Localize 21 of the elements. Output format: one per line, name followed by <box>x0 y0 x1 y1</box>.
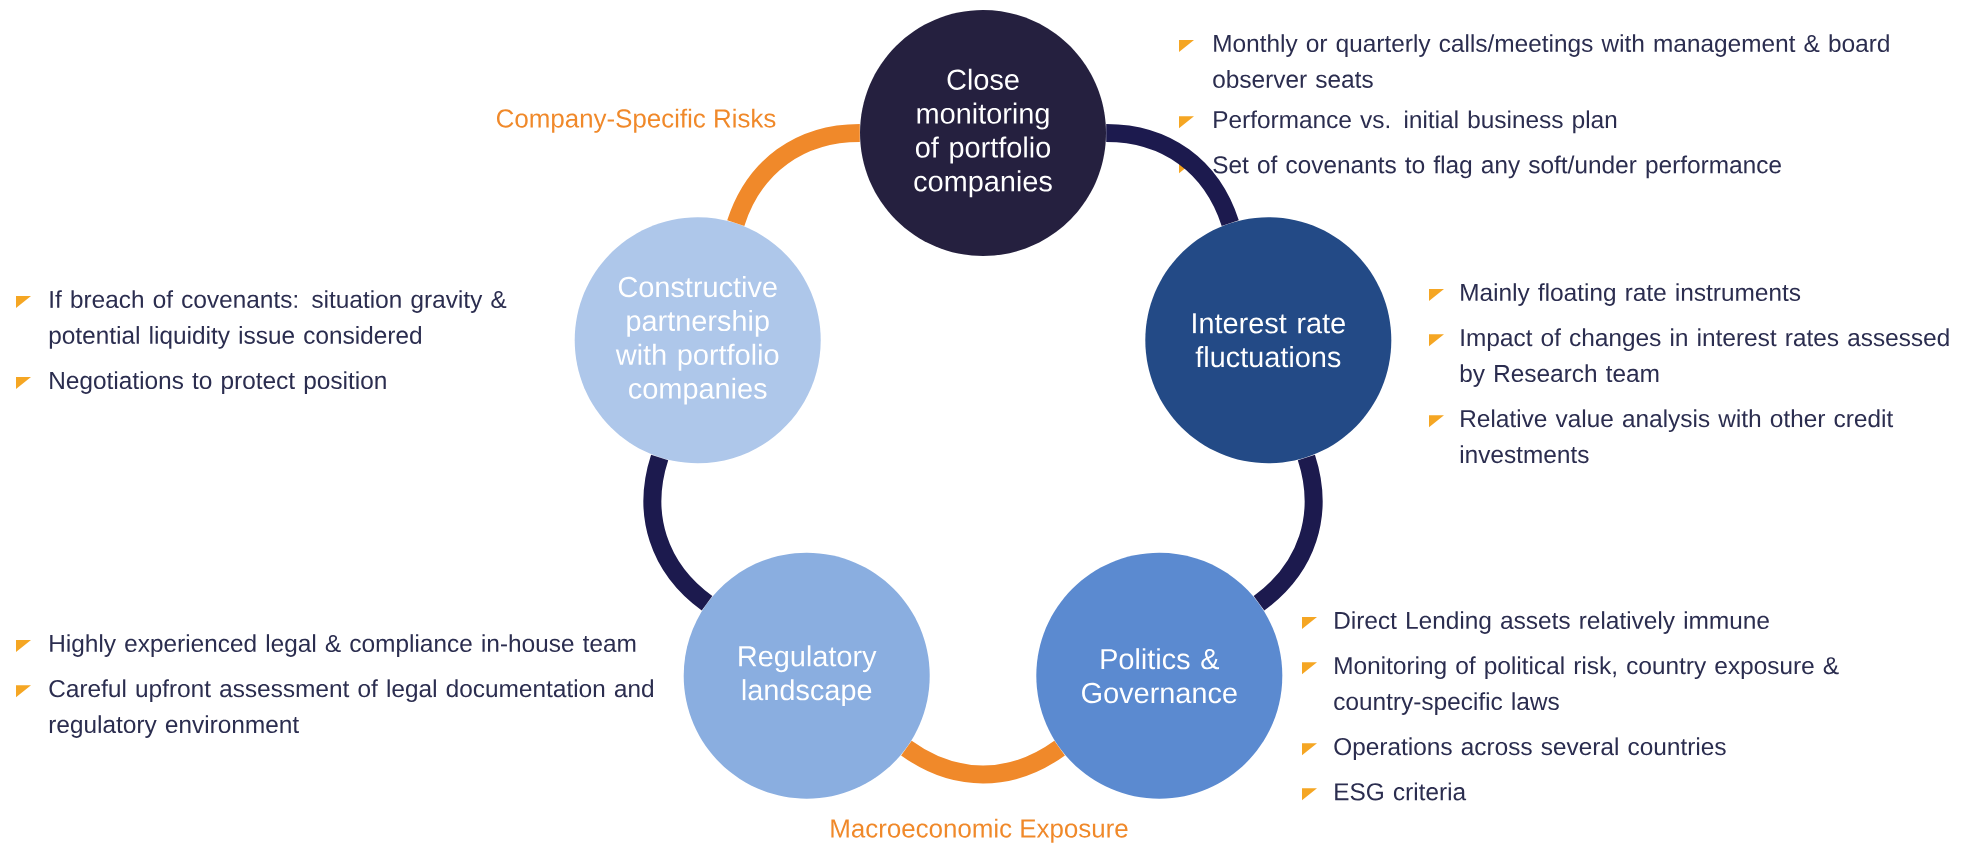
bullet-point: Direct Lending assets relatively immune <box>1302 611 1769 634</box>
bullet-point: Highly experienced legal & compliance in-house team <box>16 634 636 657</box>
bullet-point: Operations across several countries <box>1302 737 1726 761</box>
bullet-point: ESG criteria <box>1302 782 1467 801</box>
bullet-point: Performance vs. initial business plan <box>1179 110 1617 134</box>
bullet-point: Impact of changes in interest rates assessed by Research team <box>1429 328 1949 387</box>
section-label: Company-Specific Risks <box>497 108 776 133</box>
bullet-point: If breach of covenants: situation gravity & potential liquidity issue considered <box>16 290 507 349</box>
bullet-point: Monitoring of political risk, country exposure & country-specific laws <box>1302 656 1839 715</box>
bullet-point: Negotiations to protect position <box>16 371 386 394</box>
bullet-point: Careful upfront assessment of legal documentation and regulatory environment <box>16 679 653 738</box>
bullet-point: Set of covenants to flag any soft/under performance <box>1179 155 1781 179</box>
bullet-point: Mainly floating rate instruments <box>1429 283 1801 306</box>
ring-arc <box>643 455 713 611</box>
bullet-point: Monthly or quarterly calls/meetings with management & board observer seats <box>1179 34 1889 88</box>
ring-arc <box>727 124 861 227</box>
ring-arc <box>1105 124 1239 227</box>
section-label: Macroeconomic Exposure <box>831 818 1128 843</box>
ring-arc <box>1253 455 1323 611</box>
ring-arc <box>901 740 1065 784</box>
bullet-point: Relative value analysis with other credit investments <box>1429 409 1894 464</box>
